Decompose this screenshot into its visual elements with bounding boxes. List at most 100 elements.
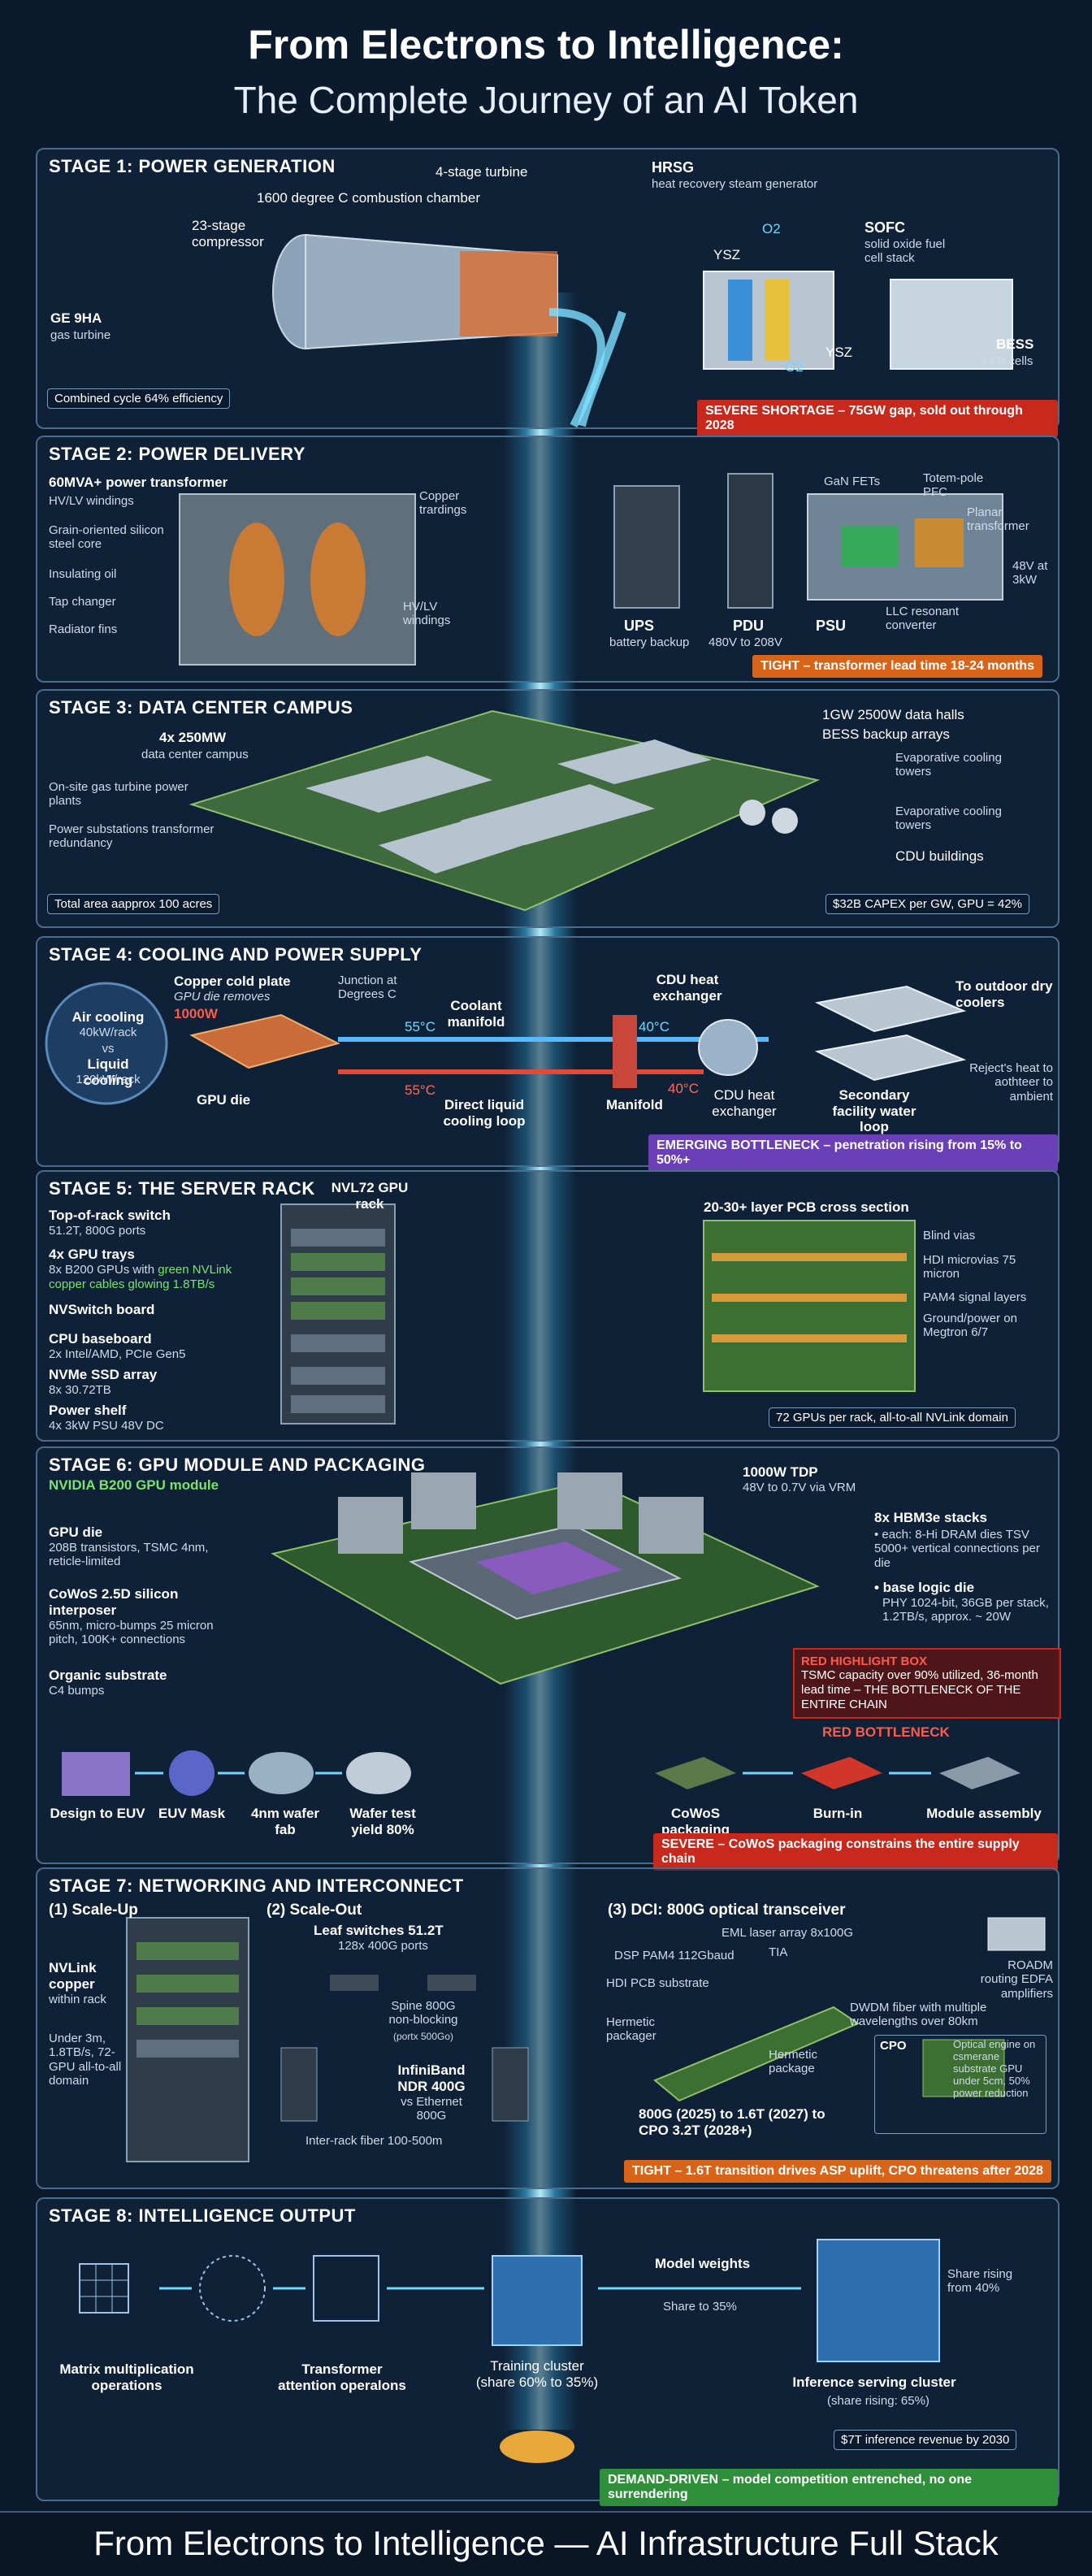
area-note: Total area aapprox 100 acres xyxy=(47,894,220,914)
step-module-assembly: Module assembly xyxy=(926,1806,1042,1821)
label-bess: BESS xyxy=(996,336,1034,352)
label-trays-sub: 8x B200 GPUs with green NVLink xyxy=(49,1263,232,1277)
rack-note: 72 GPUs per rack, all-to-all NVLink doma… xyxy=(769,1407,1016,1428)
label-base-sub: PHY 1024-bit, 36GB per stack, 1.2TB/s, a… xyxy=(882,1596,1049,1624)
label-pdu: PDU xyxy=(733,618,765,634)
label-cdu: CDU buildings xyxy=(895,848,984,864)
label-nvme: NVMe SSD array xyxy=(49,1367,158,1382)
label-radiator: Radiator fins xyxy=(49,622,118,636)
label-air-val: 40kW/rack xyxy=(79,1026,137,1039)
label-nvl72: NVL72 GPU rack xyxy=(331,1180,409,1212)
label-turbine-stages: 4-stage turbine xyxy=(436,164,528,180)
label-spine-sub: (portx 500Go) xyxy=(392,2031,454,2042)
label-bess-sub: LFP cells xyxy=(983,354,1034,368)
label-training-sub: (share 60% to 35%) xyxy=(475,2374,599,2390)
turbine-illustration xyxy=(272,233,1013,427)
label-scale-up: (1) Scale-Up xyxy=(49,1902,138,1919)
campus-illustration xyxy=(188,709,821,912)
status-badge-severe: SEVERE – CoWoS packaging constrains the … xyxy=(653,1833,1058,1871)
label-cdu-hx: CDU heat exchanger xyxy=(652,972,722,1004)
label-power-shelf: Power shelf xyxy=(49,1403,127,1418)
label-air: Air cooling xyxy=(72,1009,145,1025)
page-title: From Electrons to Intelligence: xyxy=(248,22,844,67)
label-hbm: 8x HBM3e stacks xyxy=(874,1510,987,1525)
status-badge-tight: TIGHT – 1.6T transition drives ASP uplif… xyxy=(624,2160,1051,2183)
label-dci: (3) DCI: 800G optical transceiver xyxy=(608,1902,846,1919)
stage-heading: STAGE 1: POWER GENERATION xyxy=(49,156,336,176)
bottleneck-box: RED HIGHLIGHT BOX TSMC capacity over 90%… xyxy=(793,1648,1061,1719)
label-oil: Insulating oil xyxy=(49,567,117,581)
stage-heading: STAGE 6: GPU MODULE AND PACKAGING xyxy=(49,1455,426,1475)
label-windings: HV/LV windings xyxy=(403,600,451,628)
status-badge-demand: DEMAND-DRIVEN – model competition entren… xyxy=(600,2469,1058,2506)
label-copper: Copper trardings xyxy=(419,489,467,518)
label-gpu-die: GPU die xyxy=(49,1524,103,1540)
label-o2-1: O2 xyxy=(762,221,781,236)
label-cowos: CoWoS 2.5D silicon interposer xyxy=(49,1586,179,1618)
label-attention: Transformer attention operalons xyxy=(278,2361,406,2393)
step-design-euv: Design to EUV xyxy=(50,1806,145,1821)
label-roadmap: 800G (2025) to 1.6T (2027) to CPO 3.2T (… xyxy=(639,2106,826,2138)
revenue-note: $7T inference revenue by 2030 xyxy=(834,2430,1017,2450)
efficiency-note: Combined cycle 64% efficiency xyxy=(47,388,231,409)
network-illustration xyxy=(126,1917,1046,2162)
label-ib-sub: vs Ethernet 800G xyxy=(401,2095,462,2123)
label-cowos-sub: 65nm, micro-bumps 25 micron pitch, 100K+… xyxy=(49,1619,214,1647)
label-cpo: CPO xyxy=(880,2039,907,2053)
label-bess-arrays: BESS backup arrays xyxy=(822,726,950,742)
bottleneck-title: RED HIGHLIGHT BOX xyxy=(801,1654,928,1668)
label-dwdm: DWDM fiber with multiple wavelengths ove… xyxy=(850,2001,987,2029)
label-liquid-val: 120kW/rack xyxy=(76,1073,141,1086)
label-coolant: Coolant manifold xyxy=(447,998,505,1030)
label-share-35: Share to 35% xyxy=(663,2300,737,2314)
label-pam4: PAM4 signal layers xyxy=(923,1290,1027,1304)
label-55c-1: 55°C xyxy=(405,1019,436,1034)
stage-2-power-delivery: STAGE 2: POWER DELIVERY 60MVA+ power tra… xyxy=(36,436,1060,683)
label-pcb: 20-30+ layer PCB cross section xyxy=(704,1199,909,1215)
label-organic: Organic substrate xyxy=(49,1667,167,1683)
status-badge-tight: TIGHT – transformer lead time 18-24 mont… xyxy=(752,655,1042,678)
label-hdi: HDI microvias 75 micron xyxy=(923,1253,1016,1281)
label-nvme-sub: 8x 30.72TB xyxy=(49,1383,111,1397)
label-ysz-2: YSZ xyxy=(826,345,853,360)
page-subtitle: The Complete Journey of an AI Token xyxy=(233,79,859,121)
label-ups-sub: battery backup xyxy=(609,635,690,649)
stage-1-power-generation: STAGE 1: POWER GENERATION 1600 degree C … xyxy=(36,148,1060,437)
label-model-weights: Model weights xyxy=(655,2256,751,2271)
label-evap-1: Evaporative cooling towers xyxy=(895,751,1002,779)
label-psu: PSU xyxy=(816,618,847,634)
label-tia: TIA xyxy=(769,1945,788,1959)
label-matrix: Matrix multiplication operations xyxy=(59,2361,194,2393)
label-vs: vs xyxy=(102,1042,115,1056)
label-tor-sub: 51.2T, 800G ports xyxy=(49,1224,146,1238)
label-core: Grain-oriented silicon steel core xyxy=(49,523,164,552)
label-turbine-type: gas turbine xyxy=(50,328,111,342)
label-liquid: Liquid cooling xyxy=(83,1056,133,1088)
step-wafer-test: Wafer test yield 80% xyxy=(349,1806,416,1837)
label-40c-1: 40°C xyxy=(639,1019,670,1034)
label-55c-2: 55°C xyxy=(405,1082,436,1098)
label-cpu: CPU baseboard xyxy=(49,1331,152,1347)
label-planar: Planar transformer xyxy=(967,505,1029,534)
label-dsp: DSP PAM4 112Gbaud xyxy=(614,1949,734,1962)
label-combustion: 1600 degree C combustion chamber xyxy=(257,190,480,206)
label-halls: 1GW 2500W data halls xyxy=(822,707,964,722)
cooling-illustration xyxy=(45,982,967,1105)
transformer-illustration xyxy=(179,473,1003,666)
label-substations: Power substations transformer redundancy xyxy=(49,822,214,851)
label-tdp: 1000W TDP xyxy=(743,1464,818,1480)
label-transformer: 60MVA+ power transformer xyxy=(49,475,228,490)
label-campus: 4x 250MW xyxy=(159,730,227,745)
label-cdu-2: CDU heat exchanger xyxy=(712,1087,777,1119)
footer-bar: From Electrons to Intelligence — AI Infr… xyxy=(0,2511,1092,2576)
label-o2-2: O2 xyxy=(785,359,804,375)
rack-illustration xyxy=(280,1203,916,1425)
label-die-sub: 208B transistors, TSMC 4nm, reticle-limi… xyxy=(49,1541,209,1569)
label-48v: 48V at 3kW xyxy=(1012,559,1048,588)
stage-heading: STAGE 2: POWER DELIVERY xyxy=(49,444,306,464)
label-base-die: • base logic die xyxy=(874,1580,975,1595)
footer-title: From Electrons to Intelligence — AI Infr… xyxy=(93,2524,999,2562)
label-hrsg: HRSG xyxy=(652,159,695,176)
label-hrsg-sub: heat recovery steam generator xyxy=(652,177,818,191)
label-nvlink: NVLink copper xyxy=(49,1960,97,1992)
